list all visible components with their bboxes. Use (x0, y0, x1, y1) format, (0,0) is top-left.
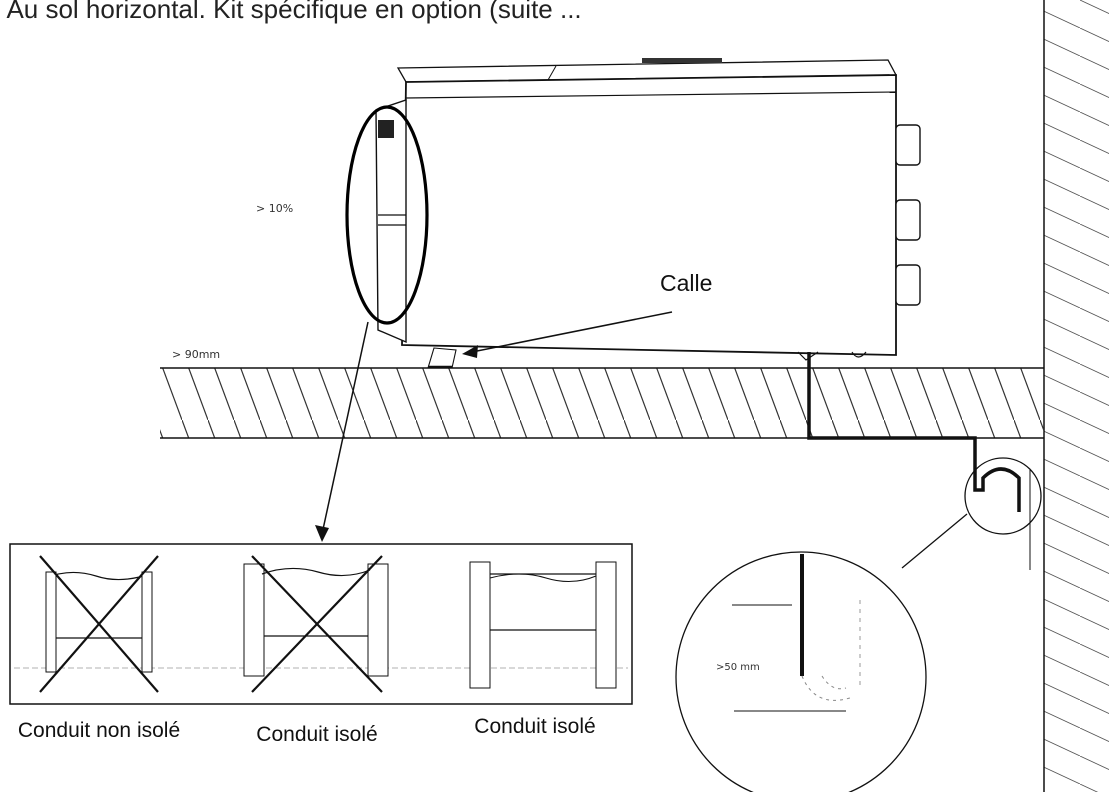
duct-insulated-wrong-detail (243, 555, 389, 693)
connection-highlight (345, 105, 429, 325)
condensate-drain (807, 352, 1042, 570)
floor-slab (160, 367, 1044, 439)
shim-label: Calle (660, 270, 713, 296)
duct-detail-panel (9, 543, 633, 705)
duct-port (895, 199, 921, 241)
page-heading: - Au sol horizontal. Kit spécifique en o… (0, 0, 582, 24)
siphon-height-label: >50 mm (716, 662, 760, 673)
cross-mark-icon (251, 555, 383, 693)
slope-label: > 10% (256, 202, 294, 215)
ventilation-unit (375, 58, 921, 361)
caption-insulated-wrong: Conduit isolé (256, 723, 378, 746)
duct-uninsulated-detail (39, 555, 159, 693)
detail-arrowhead (315, 525, 329, 542)
side-connector (378, 120, 394, 138)
duct-insulated-correct-detail (469, 561, 617, 689)
caption-uninsulated: Conduit non isolé (17, 719, 181, 742)
siphon-detail (675, 551, 927, 792)
top-handle (642, 58, 722, 63)
cross-mark-icon (39, 555, 159, 693)
detail-pointer (321, 321, 369, 535)
wall (1043, 0, 1109, 792)
duct-port (895, 124, 921, 166)
caption-insulated-correct: Conduit isolé (474, 715, 596, 738)
duct-port (895, 264, 921, 306)
height-label: > 90mm (172, 348, 221, 361)
shim-wedge (427, 347, 457, 369)
shim-arrowhead (462, 345, 478, 358)
shim-pointer (471, 311, 673, 353)
